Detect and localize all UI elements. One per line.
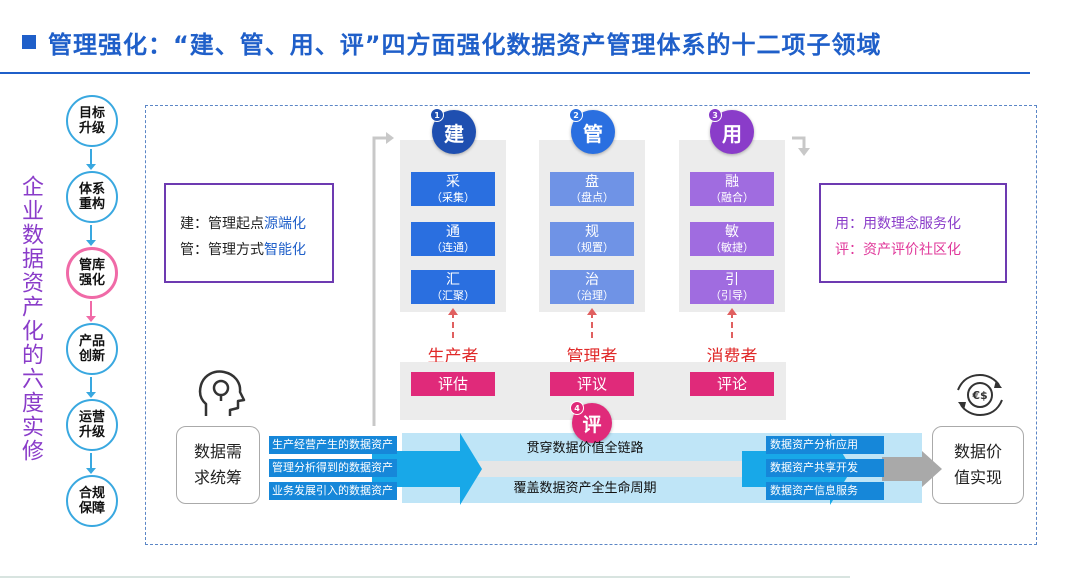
column-manage-head: 管 2 — [569, 108, 615, 154]
badge-4: 4 — [570, 401, 584, 415]
demand-line-2: 求统筹 — [193, 468, 242, 487]
dashed-up-arrow — [587, 308, 597, 338]
step-1: 目标升级 — [66, 95, 118, 147]
step-3-active: 管库强化 — [66, 247, 118, 299]
source-item-1: 生产经营产生的数据资产 — [269, 436, 397, 454]
column-use-head: 用 3 — [708, 108, 754, 154]
badge-1: 1 — [430, 108, 444, 122]
source-item-3: 业务发展引入的数据资产 — [269, 482, 397, 500]
band-lifecycle: 覆盖数据资产全生命周期 — [513, 481, 657, 496]
step-arrow — [86, 377, 96, 398]
cell-inventory: 盘（盘点） — [550, 172, 634, 206]
value-box: 数据价 值实现 — [932, 426, 1024, 504]
eval-comment: 评论 — [690, 372, 774, 396]
step-5: 运营升级 — [66, 399, 118, 451]
principle-build: 建：管理起点源端化 — [180, 216, 306, 232]
title-rule — [0, 72, 1030, 74]
page-title: 管理强化：“建、管、用、评”四方面强化数据资产管理体系的十二项子领域 — [48, 30, 882, 59]
principle-evaluate: 评：资产评价社区化 — [835, 242, 961, 258]
cell-guide: 引（引导） — [690, 270, 774, 304]
step-arrow — [86, 225, 96, 246]
main-frame — [145, 105, 1037, 545]
column-build-head: 建 1 — [430, 108, 476, 154]
svg-text:€$: €$ — [971, 389, 987, 402]
euro-dollar-exchange-icon: €$ — [952, 372, 1008, 418]
cell-regulate: 规（规置） — [550, 222, 634, 256]
bottom-rule — [0, 576, 850, 578]
badge-2: 2 — [569, 108, 583, 122]
output-item-2: 数据资产共享开发 — [766, 459, 884, 477]
step-arrow — [86, 453, 96, 474]
right-principle-box: 用：用数理念服务化 评：资产评价社区化 — [819, 183, 1007, 283]
demand-line-1: 数据需 — [193, 442, 242, 461]
eval-assess: 评估 — [411, 372, 495, 396]
principle-use: 用：用数理念服务化 — [835, 216, 961, 232]
principle-manage: 管：管理方式智能化 — [180, 242, 306, 258]
step-6: 合规保障 — [66, 475, 118, 527]
badge-3: 3 — [708, 108, 722, 122]
vertical-title: 企业数据资产化的六度实修 — [18, 175, 43, 463]
step-arrow — [86, 301, 96, 322]
title-square-icon — [22, 35, 36, 49]
eval-review: 评议 — [550, 372, 634, 396]
cell-agile: 敏（敏捷） — [690, 222, 774, 256]
step-chain: 目标升级 体系重构 管库强化 产品创新 运营升级 合规保障 — [60, 95, 130, 555]
title-bar: 管理强化：“建、管、用、评”四方面强化数据资产管理体系的十二项子领域 — [22, 22, 882, 62]
value-line-1: 数据价 — [953, 442, 1002, 461]
cell-gather: 汇（汇聚） — [411, 270, 495, 304]
dashed-up-arrow — [448, 308, 458, 338]
output-item-3: 数据资产信息服务 — [766, 482, 884, 500]
output-item-1: 数据资产分析应用 — [766, 436, 884, 454]
cell-collect: 采（采集） — [411, 172, 495, 206]
value-line-2: 值实现 — [953, 468, 1002, 487]
head-idea-icon — [196, 366, 246, 420]
step-arrow — [86, 149, 96, 170]
cell-connect: 通（连通） — [411, 222, 495, 256]
evaluate-head: 评 4 — [570, 401, 612, 443]
band-value-chain: 贯穿数据价值全链路 — [526, 441, 644, 456]
demand-box: 数据需 求统筹 — [176, 426, 260, 504]
source-item-2: 管理分析得到的数据资产 — [269, 459, 397, 477]
left-principle-box: 建：管理起点源端化 管：管理方式智能化 — [164, 183, 334, 283]
flow-loop-line — [372, 126, 812, 426]
cell-govern: 治（治理） — [550, 270, 634, 304]
cell-fuse: 融（融合） — [690, 172, 774, 206]
step-2: 体系重构 — [66, 171, 118, 223]
step-4: 产品创新 — [66, 323, 118, 375]
dashed-up-arrow — [727, 308, 737, 338]
